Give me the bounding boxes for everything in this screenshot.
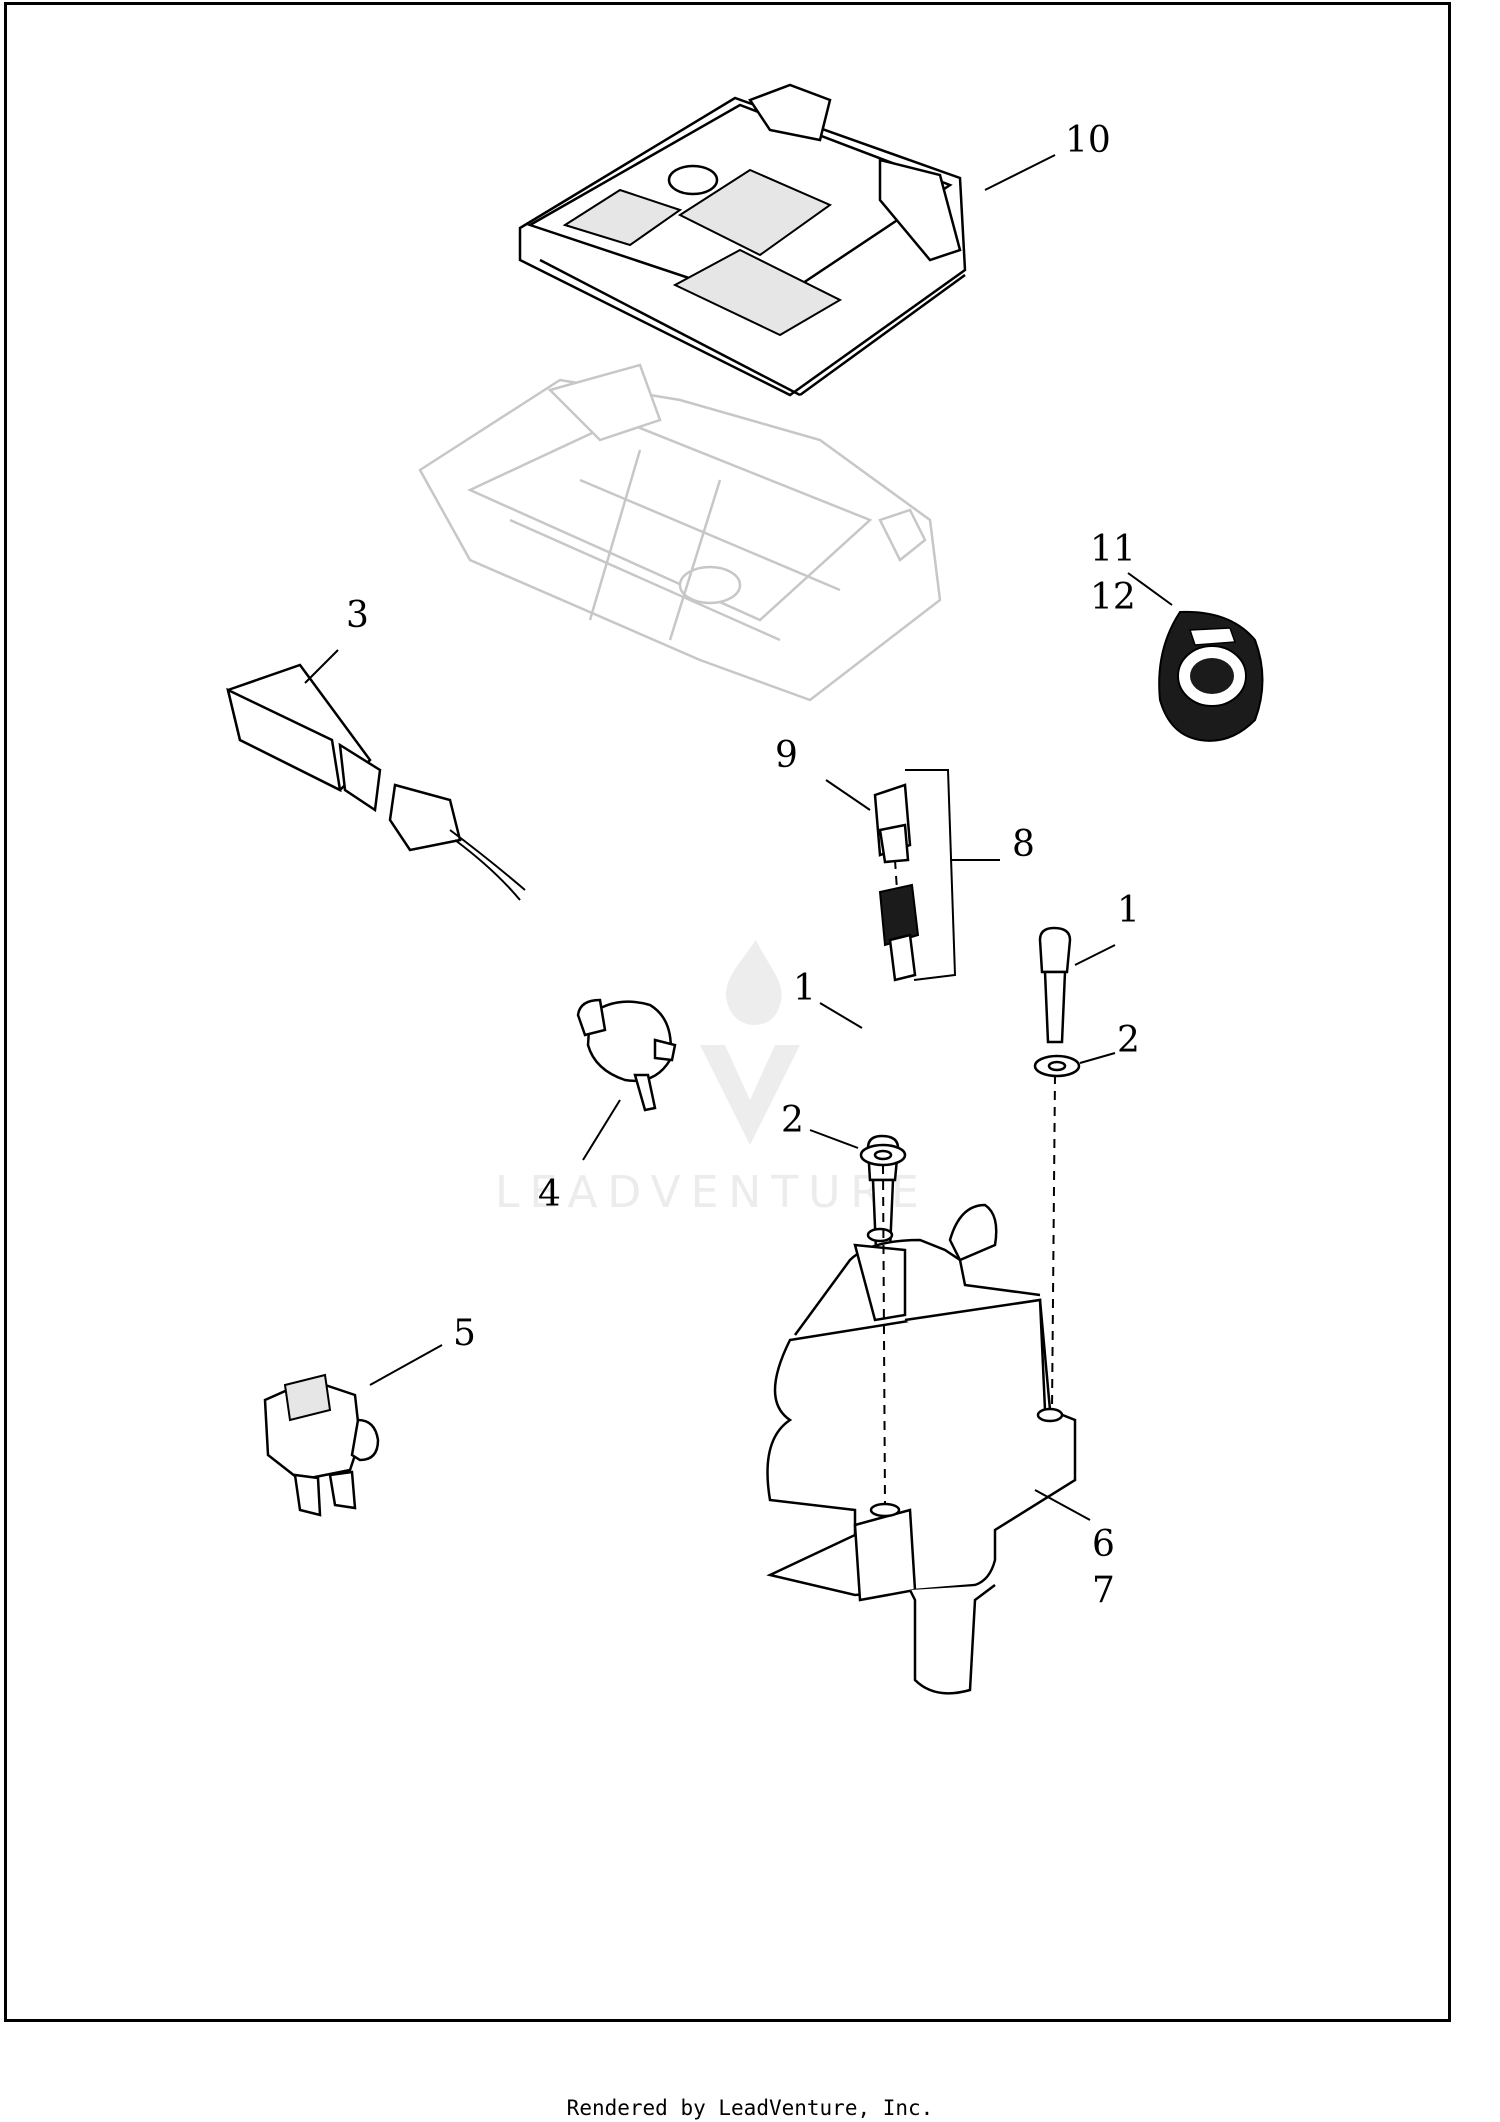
part-keys[interactable] [873, 769, 957, 982]
watermark: LEADVENTURE [495, 940, 929, 1218]
callout-5: 5 [453, 1313, 476, 1354]
leader-lines [304, 154, 1173, 1521]
part-sensor-3[interactable] [226, 663, 526, 901]
callout-2-right: 2 [1117, 1020, 1140, 1061]
callout-2-left: 2 [781, 1100, 804, 1141]
callout-4: 4 [538, 1174, 561, 1215]
callout-7: 6 [1092, 1524, 1115, 1565]
part-screw-right[interactable] [1038, 926, 1072, 1044]
part-ecm-tray [418, 363, 942, 702]
part-ignition-housing[interactable] [766, 1203, 1077, 1695]
callout-3: 3 [346, 595, 369, 636]
part-washer-left[interactable] [859, 1143, 907, 1167]
callout-9: 8 [1012, 824, 1035, 865]
callout-1-right: 1 [1117, 890, 1140, 931]
part-sensor-5[interactable] [263, 1373, 380, 1517]
part-ecm[interactable] [518, 83, 967, 397]
callout-6: 10 [1065, 120, 1111, 161]
diagram-frame [4, 2, 1451, 2022]
callouts: 10 3 11 12 9 8 1 1 2 2 4 5 6 7 [346, 120, 1140, 1611]
callout-8: 7 [1092, 1570, 1115, 1611]
callout-10: 9 [775, 735, 798, 776]
callout-11: 11 [1090, 529, 1136, 570]
callout-12: 12 [1090, 577, 1136, 618]
footer-credit: Rendered by LeadVenture, Inc. [566, 2096, 934, 2120]
part-switch-4[interactable] [576, 998, 677, 1112]
part-key-fob[interactable] [1158, 610, 1264, 742]
callout-1-left: 1 [793, 968, 816, 1009]
alignment-lines [882, 1074, 1056, 1506]
part-washer-right[interactable] [1033, 1054, 1081, 1078]
watermark-text: LEADVENTURE [495, 1167, 929, 1218]
